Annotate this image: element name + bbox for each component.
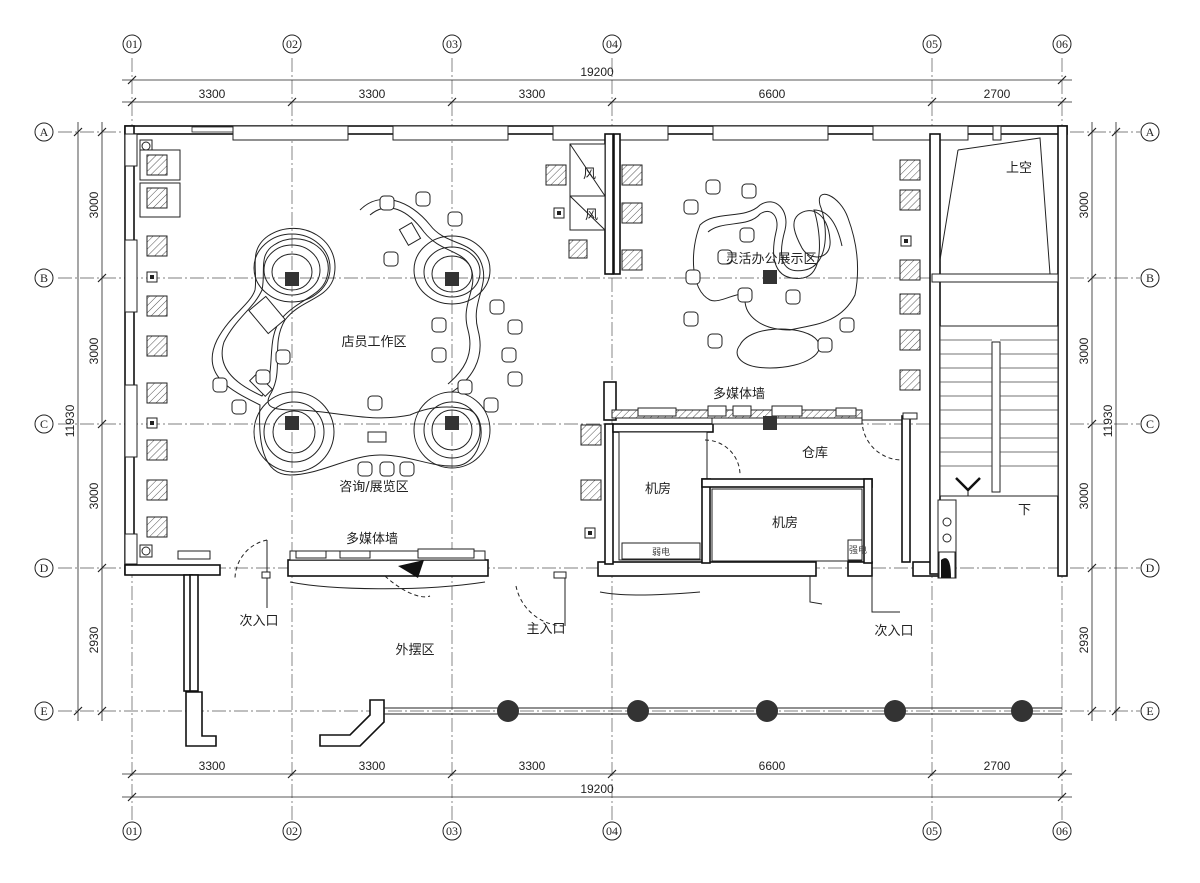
column-4 <box>884 700 906 722</box>
label-consult-display-area: 咨询/展览区 <box>339 479 408 495</box>
axis-label-e-right: E <box>1146 704 1153 718</box>
column-3 <box>756 700 778 722</box>
axis-label-05-bottom: 05 <box>926 824 938 838</box>
strong-current-label: 强电 <box>849 544 867 556</box>
label-machine-room-2: 机房 <box>772 515 798 531</box>
axis-label-b-right: B <box>1146 271 1154 285</box>
axis-label-04-top: 04 <box>606 37 618 51</box>
right-dimensions: 3000 3000 3000 2930 11930 <box>1077 122 1121 721</box>
staircase: 下 上空 <box>937 161 1059 579</box>
outdoor-elements <box>183 574 1062 747</box>
multimedia-wall-strips <box>177 405 863 561</box>
axis-label-05-top: 05 <box>926 37 938 51</box>
axis-label-e-left: E <box>40 704 47 718</box>
label-main-entrance: 主入口 <box>526 622 565 637</box>
dim-top-total: 19200 <box>580 65 614 79</box>
label-warehouse: 仓库 <box>802 445 828 461</box>
axis-label-01-bottom: 01 <box>126 824 138 838</box>
dim-top-seg-5: 2700 <box>984 87 1011 101</box>
dim-left-total: 11930 <box>63 404 77 437</box>
axis-label-03-bottom: 03 <box>446 824 458 838</box>
column-1 <box>497 700 519 722</box>
weak-current-label: 弱电 <box>652 546 670 558</box>
dim-bottom-seg-5: 2700 <box>984 759 1011 773</box>
staff-work-island <box>211 191 523 477</box>
axis-label-b-left: B <box>40 271 48 285</box>
dim-left-seg-4: 2930 <box>87 626 101 653</box>
dim-bottom-seg-1: 3300 <box>199 759 226 773</box>
axis-label-02-bottom: 02 <box>286 824 298 838</box>
doors <box>234 419 903 627</box>
dim-bottom-seg-2: 3300 <box>359 759 386 773</box>
vent-label-2: 风 <box>585 208 598 223</box>
dim-top-seg-1: 3300 <box>199 87 226 101</box>
axis-label-02-top: 02 <box>286 37 298 51</box>
label-multimedia-wall-right: 多媒体墙 <box>713 386 765 402</box>
dim-left-seg-2: 3000 <box>87 337 101 364</box>
row-axis-bubbles-right: A B C D E <box>1140 122 1160 721</box>
dim-top-seg-4: 6600 <box>759 87 786 101</box>
label-outdoor-area: 外摆区 <box>395 643 434 658</box>
dim-top-seg-2: 3300 <box>359 87 386 101</box>
dim-top-seg-3: 3300 <box>519 87 546 101</box>
row-axis-bubbles-left: A B C D E <box>34 122 54 721</box>
label-secondary-entrance-left: 次入口 <box>239 613 278 629</box>
label-machine-room-1: 机房 <box>645 481 671 497</box>
dim-right-seg-4: 2930 <box>1077 626 1091 653</box>
axis-label-d-left: D <box>40 561 49 575</box>
axis-label-a-right: A <box>1146 125 1155 139</box>
label-staff-work-area: 店员工作区 <box>341 335 406 350</box>
axis-label-c-right: C <box>1146 417 1154 431</box>
interior-walls: 风 风 弱电 强电 <box>569 133 1059 575</box>
display-cabinets <box>139 149 921 539</box>
dim-right-seg-3: 3000 <box>1077 482 1091 509</box>
label-secondary-entrance-right: 次入口 <box>874 623 913 639</box>
top-dimensions: 19200 3300 3300 3300 6600 2700 <box>122 65 1072 107</box>
dim-bottom-seg-3: 3300 <box>519 759 546 773</box>
axis-label-c-left: C <box>40 417 48 431</box>
bottom-dimensions: 3300 3300 3300 6600 2700 19200 <box>122 759 1072 802</box>
column-2 <box>627 700 649 722</box>
column-axis-bubbles-top: 01 02 03 04 05 06 <box>122 34 1072 54</box>
dim-left-seg-1: 3000 <box>87 191 101 218</box>
left-dimensions: 11930 3000 3000 3000 2930 <box>63 122 107 721</box>
axis-label-d-right: D <box>1146 561 1155 575</box>
axis-label-01-top: 01 <box>126 37 138 51</box>
dim-bottom-seg-4: 6600 <box>759 759 786 773</box>
dim-right-total: 11930 <box>1101 404 1115 437</box>
label-flex-office-display-area: 灵活办公展示区 <box>725 252 816 267</box>
dim-bottom-total: 19200 <box>580 782 614 796</box>
room-labels: 店员工作区 咨询/展览区 多媒体墙 灵活办公展示区 多媒体墙 仓库 机房 机房 … <box>239 252 913 658</box>
axis-label-06-top: 06 <box>1056 37 1068 51</box>
axis-label-04-bottom: 04 <box>606 824 618 838</box>
dim-right-seg-1: 3000 <box>1077 191 1091 218</box>
label-multimedia-wall-left: 多媒体墙 <box>346 531 398 547</box>
dim-left-seg-3: 3000 <box>87 482 101 509</box>
axis-label-06-bottom: 06 <box>1056 824 1068 838</box>
column-5 <box>1011 700 1033 722</box>
flex-office-island <box>683 179 859 369</box>
dim-right-seg-2: 3000 <box>1077 337 1091 364</box>
axis-label-a-left: A <box>40 125 49 139</box>
axis-label-03-top: 03 <box>446 37 458 51</box>
void-above-label: 上空 <box>1006 161 1032 176</box>
column-axis-bubbles-bottom: 01 02 03 04 05 06 <box>122 821 1072 841</box>
stair-down-label: 下 <box>1018 503 1031 518</box>
